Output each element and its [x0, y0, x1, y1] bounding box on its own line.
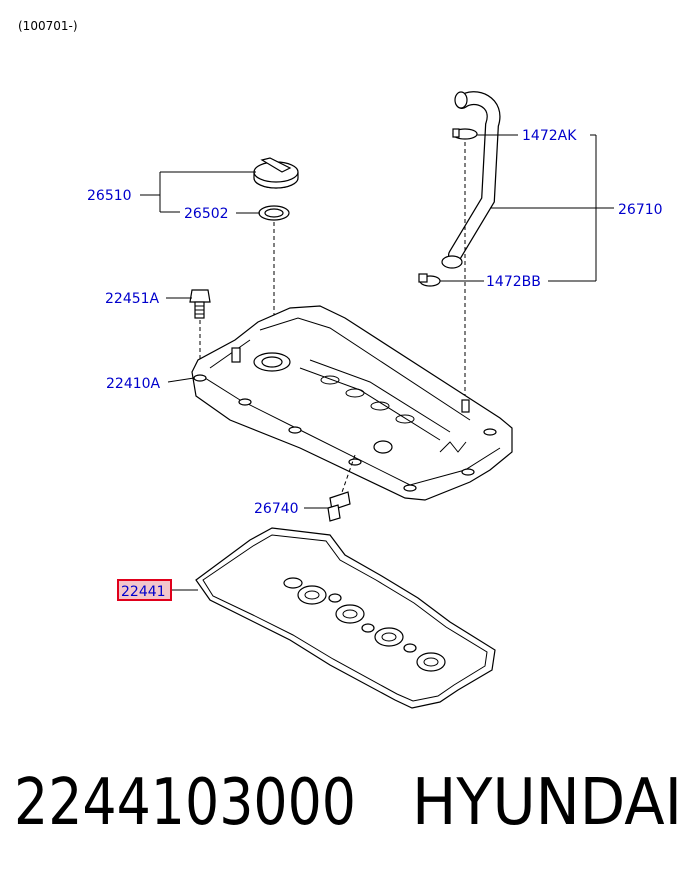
- cover-bolt: [189, 289, 211, 319]
- hose-clamp-upper: [452, 128, 478, 140]
- callout-26710[interactable]: 26710: [618, 202, 663, 218]
- callout-22451A[interactable]: 22451A: [105, 291, 160, 307]
- part-number: 2244103000: [14, 766, 356, 840]
- callout-1472AK[interactable]: 1472AK: [522, 128, 577, 144]
- callout-1472BB[interactable]: 1472BB: [486, 274, 541, 290]
- breather-hose: [441, 91, 501, 269]
- callout-22441[interactable]: 22441: [121, 584, 166, 600]
- rocker-cover-gasket: [195, 527, 496, 709]
- oil-filler-cap: [253, 157, 299, 189]
- callout-26510[interactable]: 26510: [87, 188, 132, 204]
- hose-clamp-lower: [418, 273, 441, 287]
- valve-guide-line: [339, 454, 356, 499]
- pcv-valve: [327, 491, 351, 522]
- brand-name: HYUNDAI: [412, 766, 682, 840]
- leader-lines: [140, 134, 614, 591]
- callout-26502[interactable]: 26502: [184, 206, 229, 222]
- rocker-cover: [191, 305, 513, 501]
- applicability-label: (100701-): [18, 19, 78, 33]
- callout-highlight-box: [117, 579, 172, 601]
- callout-26740[interactable]: 26740: [254, 501, 299, 517]
- callout-22410A[interactable]: 22410A: [106, 376, 161, 392]
- filler-cap-gasket: [258, 205, 290, 221]
